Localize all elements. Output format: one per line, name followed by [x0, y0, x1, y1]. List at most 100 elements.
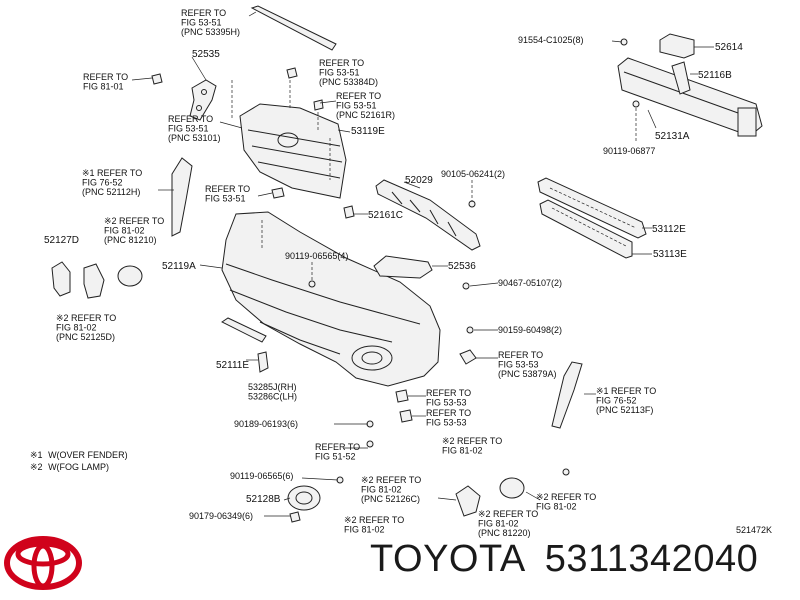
fog-lamp-bracket-lh	[83, 263, 105, 299]
clip	[399, 409, 413, 423]
clip	[271, 187, 285, 199]
callout-line: (PNC 53879A)	[498, 369, 557, 379]
callout-line: FIG 53-51	[168, 124, 209, 134]
retainer-52614	[659, 33, 695, 59]
callout-line: ※2 REFER TO	[104, 216, 164, 226]
fastener	[632, 100, 640, 108]
absorber-rib	[391, 191, 457, 237]
bracket-hole	[201, 89, 207, 95]
bumper-line	[225, 263, 421, 325]
clip	[395, 389, 409, 403]
bracket-52536	[373, 255, 433, 279]
callout-line: 52131A	[655, 131, 690, 142]
callout-line: 53119E	[351, 126, 385, 137]
grille-bar	[251, 145, 343, 163]
callout-line: REFER TO	[426, 408, 471, 418]
diagram-code: 521472K	[736, 525, 772, 535]
fog-lamp-cover-lh	[51, 261, 71, 297]
callout-line: FIG 53-51	[205, 194, 246, 204]
callout-line: REFER TO	[319, 58, 364, 68]
callout-line: ※2 REFER TO	[344, 515, 404, 525]
callout-line: ※1 REFER TO	[596, 386, 656, 396]
fastener	[466, 326, 474, 334]
clip	[313, 99, 324, 111]
callout-line: 53286C(LH)	[248, 392, 297, 402]
bracket-hole	[196, 105, 202, 111]
callout-line: REFER TO	[168, 114, 213, 124]
clip	[289, 511, 301, 523]
brand-name: TOYOTA	[370, 538, 524, 580]
callout-line: FIG 81-02	[56, 323, 97, 333]
callout-line: FIG 81-02	[442, 446, 483, 456]
callout-num-52161c: 52161C	[368, 210, 403, 221]
callout-line: ※2 REFER TO	[56, 313, 116, 323]
logo-horizontal-oval	[15, 541, 71, 567]
callout-line: ※1 REFER TO	[82, 168, 142, 178]
bolt	[151, 73, 163, 85]
callout-line: FIG 53-53	[498, 360, 539, 370]
callout-num-90119-06565-4: 90119-06565(4)	[285, 251, 348, 261]
fastener	[462, 282, 470, 290]
callout-line: ※2 REFER TO	[361, 475, 421, 485]
callout-line: FIG 81-02	[536, 502, 577, 512]
callout-line: 90179-06349(6)	[189, 511, 253, 521]
callout-num-53285j: 53285J(RH)53286C(LH)	[248, 382, 297, 402]
callout-line: 52536	[448, 261, 476, 272]
callout-line: FIG 81-01	[83, 82, 124, 92]
callout-line: (PNC 52125D)	[56, 332, 115, 342]
callout-line: 91554-C1025(8)	[518, 35, 584, 45]
callout-line: FIG 53-51	[181, 18, 222, 28]
callout-num-52614: 52614	[715, 42, 743, 53]
callout-line: REFER TO	[205, 184, 250, 194]
clip-53879a	[459, 349, 477, 365]
callout-num-52536: 52536	[448, 261, 476, 272]
callout-num-90119-06565-6: 90119-06565(6)	[230, 471, 293, 481]
toyota-logo	[4, 536, 82, 590]
callout-line: 52116B	[698, 70, 732, 81]
callout-num-90159: 90159-60498(2)	[498, 325, 562, 335]
lower-grille-53113e	[539, 199, 633, 259]
clip-52161c	[343, 205, 355, 219]
lower-grille-53112e	[537, 177, 647, 239]
bracket-53285j	[257, 351, 269, 373]
fog-lamp-bezel	[287, 485, 321, 511]
callout-line: REFER TO	[336, 91, 381, 101]
fastener	[308, 280, 316, 288]
reinforcement-bracket	[737, 107, 757, 137]
callout-line: FIG 51-52	[315, 452, 356, 462]
callout-num-52111e: 52111E	[216, 360, 249, 371]
callout-num-52116b: 52116B	[698, 70, 732, 81]
callout-line: 53112E	[652, 224, 686, 235]
callout-line: FIG 81-02	[361, 485, 402, 495]
callout-line: ※2 REFER TO	[536, 492, 596, 502]
callout-line: FIG 81-02	[104, 226, 145, 236]
callout-num-52128b: 52128B	[246, 494, 281, 505]
callout-line: 52127D	[44, 235, 79, 246]
callout-line: 52535	[192, 49, 220, 60]
callout-line: FIG 81-02	[344, 525, 385, 535]
upper-molding	[250, 5, 337, 51]
callout-num-53113e: 53113E	[653, 249, 687, 260]
callout-line: 90159-60498(2)	[498, 325, 562, 335]
callout-line: ※2 REFER TO	[478, 509, 538, 519]
callout-line: (PNC 52126C)	[361, 494, 420, 504]
callout-line: REFER TO	[426, 388, 471, 398]
callout-line: REFER TO	[181, 8, 226, 18]
callout-num-52127d: 52127D	[44, 235, 79, 246]
leader-lines	[131, 11, 714, 517]
brand-part-number: TOYOTA 5311342040	[370, 538, 758, 581]
callout-line: (PNC 53101)	[168, 133, 221, 143]
callout-line: FIG 53-53	[426, 398, 467, 408]
callout-num-53112e: 53112E	[652, 224, 686, 235]
callout-line: 90119-06565(6)	[230, 471, 293, 481]
